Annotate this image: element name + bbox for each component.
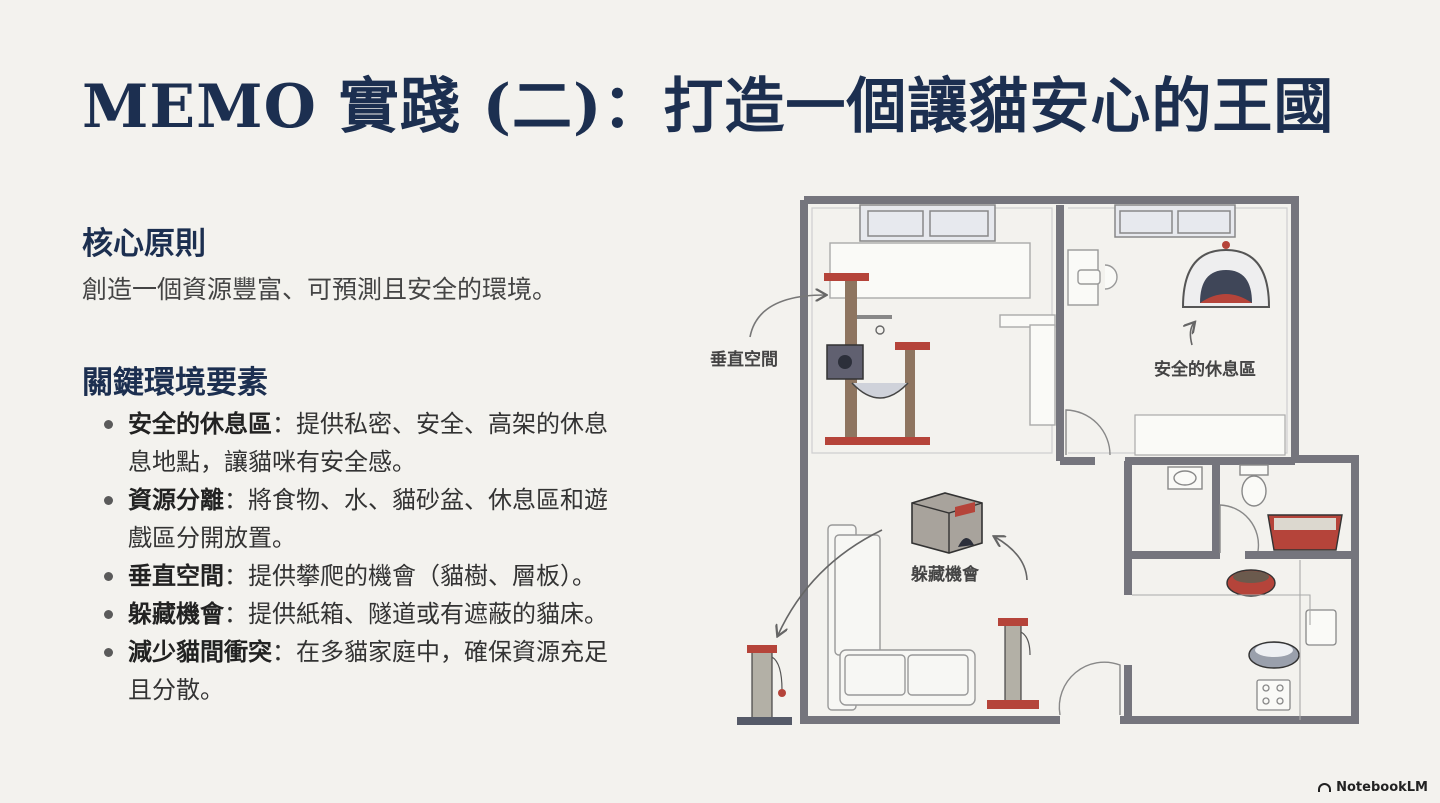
counter-icon — [829, 242, 1056, 426]
list-item: 安全的休息區：提供私密、安全、高架的休息息地點，讓貓咪有安全感。 — [100, 405, 700, 481]
item-desc-cont: 息地點，讓貓咪有安全感。 — [128, 448, 416, 476]
item-desc: ：在多貓家庭中，確保資源充足 — [272, 638, 608, 666]
item-term: 安全的休息區 — [128, 410, 272, 438]
list-item: 減少貓間衝突：在多貓家庭中，確保資源充足且分散。 — [100, 633, 700, 709]
stove-icon — [1256, 609, 1337, 711]
water-bowl-icon — [1248, 641, 1300, 669]
item-desc-cont: 且分散。 — [128, 676, 224, 704]
key-elements-list: 安全的休息區：提供私密、安全、高架的休息息地點，讓貓咪有安全感。 資源分離：將食… — [100, 405, 700, 709]
item-term: 資源分離 — [128, 486, 224, 514]
cat-tree-icon — [824, 273, 930, 445]
sink-icon — [1167, 466, 1203, 490]
item-desc: ：提供紙箱、隧道或有遮蔽的貓床。 — [224, 600, 608, 628]
item-desc: ：將食物、水、貓砂盆、休息區和遊 — [224, 486, 608, 514]
label-safe-rest: 安全的休息區 — [1154, 359, 1256, 380]
item-desc-cont: 戲區分開放置。 — [128, 524, 296, 552]
label-hiding: 躲藏機會 — [911, 564, 980, 585]
item-desc: ：提供攀爬的機會（貓樹、層板）。 — [224, 562, 596, 590]
item-term: 垂直空間 — [128, 562, 224, 590]
toilet-icon — [1239, 464, 1269, 507]
floorplan-illustration: 安全的休息區 垂直空間 躲藏機會 — [710, 196, 1359, 725]
list-item: 資源分離：將食物、水、貓砂盆、休息區和遊戲區分開放置。 — [100, 481, 700, 557]
core-principle-text: 創造一個資源豐富、可預測且安全的環境。 — [82, 275, 558, 304]
item-term: 躲藏機會 — [128, 600, 224, 628]
cat-bed-icon — [1181, 241, 1271, 308]
sofa-icon — [827, 524, 976, 711]
notebooklm-watermark: NotebookLM — [1318, 780, 1428, 795]
key-elements-heading: 關鍵環境要素 — [82, 365, 268, 401]
cardboard-box-icon — [911, 492, 983, 554]
window-icon — [859, 204, 1236, 242]
litter-box-icon — [1267, 514, 1343, 551]
floorplan-walls — [800, 196, 1359, 724]
item-term: 減少貓間衝突 — [128, 638, 272, 666]
desk-chair-icon — [1067, 249, 1118, 306]
scratching-post-icon — [737, 618, 1039, 725]
core-principle-heading: 核心原則 — [82, 226, 206, 262]
watermark-text: NotebookLM — [1336, 780, 1428, 795]
label-vertical-space: 垂直空間 — [710, 349, 778, 370]
list-item: 躲藏機會：提供紙箱、隧道或有遮蔽的貓床。 — [100, 595, 700, 633]
food-bowl-icon — [1226, 569, 1276, 597]
item-desc: ：提供私密、安全、高架的休息 — [272, 410, 608, 438]
notebooklm-logo-icon — [1318, 783, 1332, 792]
list-item: 垂直空間：提供攀爬的機會（貓樹、層板）。 — [100, 557, 700, 595]
slide-title: MEMO 實踐 (二)：打造一個讓貓安心的王國 — [82, 72, 1335, 142]
